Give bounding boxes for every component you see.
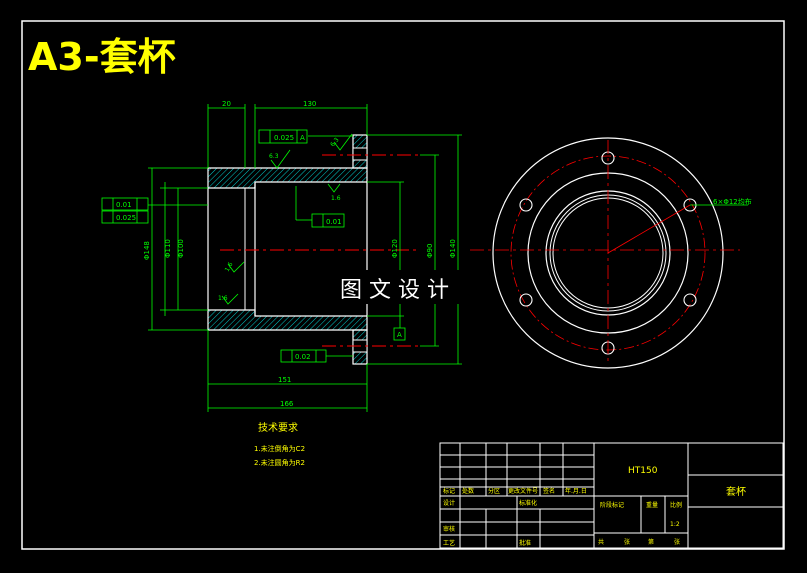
- tech-req-item-2: 2.未注圆角为R2: [254, 458, 305, 467]
- roughness-values: 6.3 6.3 1.6 1.6 1.6: [218, 136, 341, 302]
- tb-review: 审核: [443, 525, 455, 533]
- tb-material: HT150: [628, 466, 658, 476]
- tb-approve: 批准: [519, 539, 531, 547]
- dim-dia-d2: Φ90: [426, 244, 434, 258]
- tech-req-item-1: 1.未注倒角为C2: [254, 444, 305, 453]
- dim-dia-bore2: Φ100: [177, 239, 185, 258]
- tol-parallel-top: 0.025: [274, 134, 294, 142]
- tb-header-date: 年.月.日: [565, 487, 587, 495]
- tol-datum-a: A: [397, 331, 402, 339]
- roughness-r3: 1.6: [331, 195, 341, 202]
- roughness-symbols: [221, 133, 353, 305]
- section-hatch-bottom: [207, 309, 368, 331]
- tol-perp-bottom: 0.02: [295, 353, 311, 361]
- watermark-bg: [333, 270, 483, 304]
- section-view: [207, 134, 420, 365]
- dim-hole-note: 6×Φ12均布: [713, 197, 752, 206]
- tb-sheet-num: 第: [648, 538, 654, 546]
- tolerance-frames: [101, 129, 406, 363]
- tb-process: 工艺: [443, 539, 455, 547]
- outer-flange-circle: [492, 137, 724, 369]
- tb-header-sign: 签名: [543, 487, 555, 495]
- tol-roundness-left: 0.01: [116, 201, 132, 209]
- tb-design: 设计: [443, 499, 455, 507]
- tb-sheets: 共: [598, 538, 604, 546]
- drawing-frame: [21, 20, 785, 550]
- title-block-text: 标记 处数 分区 更改文件号 签名 年.月.日 设计 标准化 审核 工艺 批准 …: [443, 487, 682, 547]
- tb-header-mark: 标记: [443, 487, 455, 495]
- tolerance-values: 0.025 0.01 0.025 0.01 0.02 A A: [116, 134, 402, 361]
- dim-dia-d3: Φ140: [449, 239, 457, 258]
- section-hatch-top: [207, 167, 368, 189]
- roughness-r4: 1.6: [224, 261, 235, 273]
- end-view: [470, 137, 748, 369]
- hole-leader: [607, 204, 691, 254]
- bolt-hole: [519, 198, 533, 212]
- flange-hole-top: [352, 147, 368, 161]
- dim-overall-166: 166: [280, 400, 294, 408]
- tb-header-count: 处数: [462, 487, 474, 495]
- tb-sheet-end: 张: [674, 538, 680, 546]
- tol-runout-left: 0.025: [116, 214, 136, 222]
- tb-header-zone: 分区: [488, 487, 500, 495]
- dim-flange-thickness: 20: [222, 100, 231, 108]
- tb-stage: 阶段标记: [600, 501, 624, 509]
- tb-standard: 标准化: [519, 499, 537, 507]
- drawing-title: A3-套杯: [28, 35, 176, 79]
- tb-scale-value: 1:2: [670, 521, 680, 528]
- dimensions: [148, 104, 462, 412]
- dim-dia-ob: Φ148: [143, 241, 151, 260]
- title-block: [439, 442, 784, 549]
- roughness-r2: 6.3: [269, 153, 279, 160]
- dim-overall-151: 151: [278, 376, 291, 384]
- dimension-labels: 20 130 151 166 Φ148 Φ110 Φ100 Φ120 Φ90 Φ…: [143, 100, 752, 408]
- tol-roundness-inner: 0.01: [326, 218, 342, 226]
- roughness-r1: 6.3: [329, 136, 341, 148]
- watermark: 图 文 设 计: [340, 278, 449, 303]
- dim-dia-bore1: Φ110: [164, 239, 172, 258]
- bolt-hole: [519, 293, 533, 307]
- tol-datum-b: A: [300, 134, 305, 142]
- dim-body-length: 130: [303, 100, 316, 108]
- tb-weight: 重量: [646, 501, 658, 509]
- tb-header-changefile: 更改文件号: [508, 487, 538, 495]
- dim-dia-hub: Φ120: [391, 239, 399, 258]
- bolt-hole: [683, 293, 697, 307]
- tb-part-name: 套杯: [726, 485, 746, 498]
- tb-scale: 比例: [670, 501, 682, 509]
- roughness-r5: 1.6: [218, 295, 228, 302]
- tech-req-heading: 技术要求: [258, 421, 298, 434]
- tb-sheet-of: 张: [624, 538, 630, 546]
